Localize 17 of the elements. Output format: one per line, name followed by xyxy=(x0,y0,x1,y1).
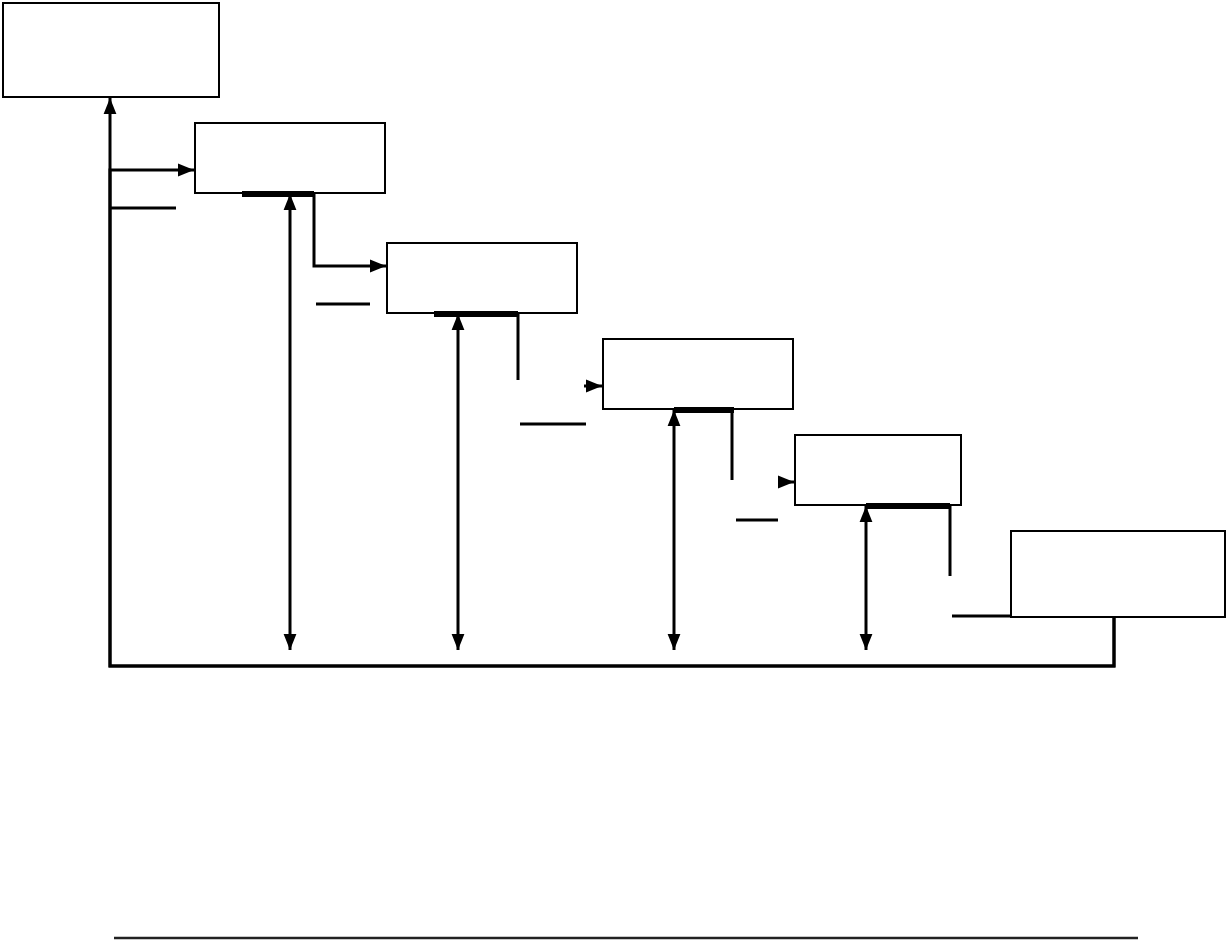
arrow xyxy=(667,410,681,650)
arrow xyxy=(312,194,386,273)
connector-line xyxy=(516,314,520,380)
connector-line xyxy=(948,506,952,576)
process-box xyxy=(1010,530,1226,618)
process-box xyxy=(602,338,794,410)
arrow xyxy=(584,379,602,393)
connector-line xyxy=(730,410,734,480)
arrow xyxy=(778,475,794,489)
process-box xyxy=(194,122,386,194)
arrow xyxy=(859,506,873,650)
process-box xyxy=(794,434,962,506)
process-box xyxy=(386,242,578,314)
process-box xyxy=(2,2,220,98)
connector-line xyxy=(952,614,1010,618)
arrow xyxy=(283,194,297,650)
arrow xyxy=(451,314,465,650)
